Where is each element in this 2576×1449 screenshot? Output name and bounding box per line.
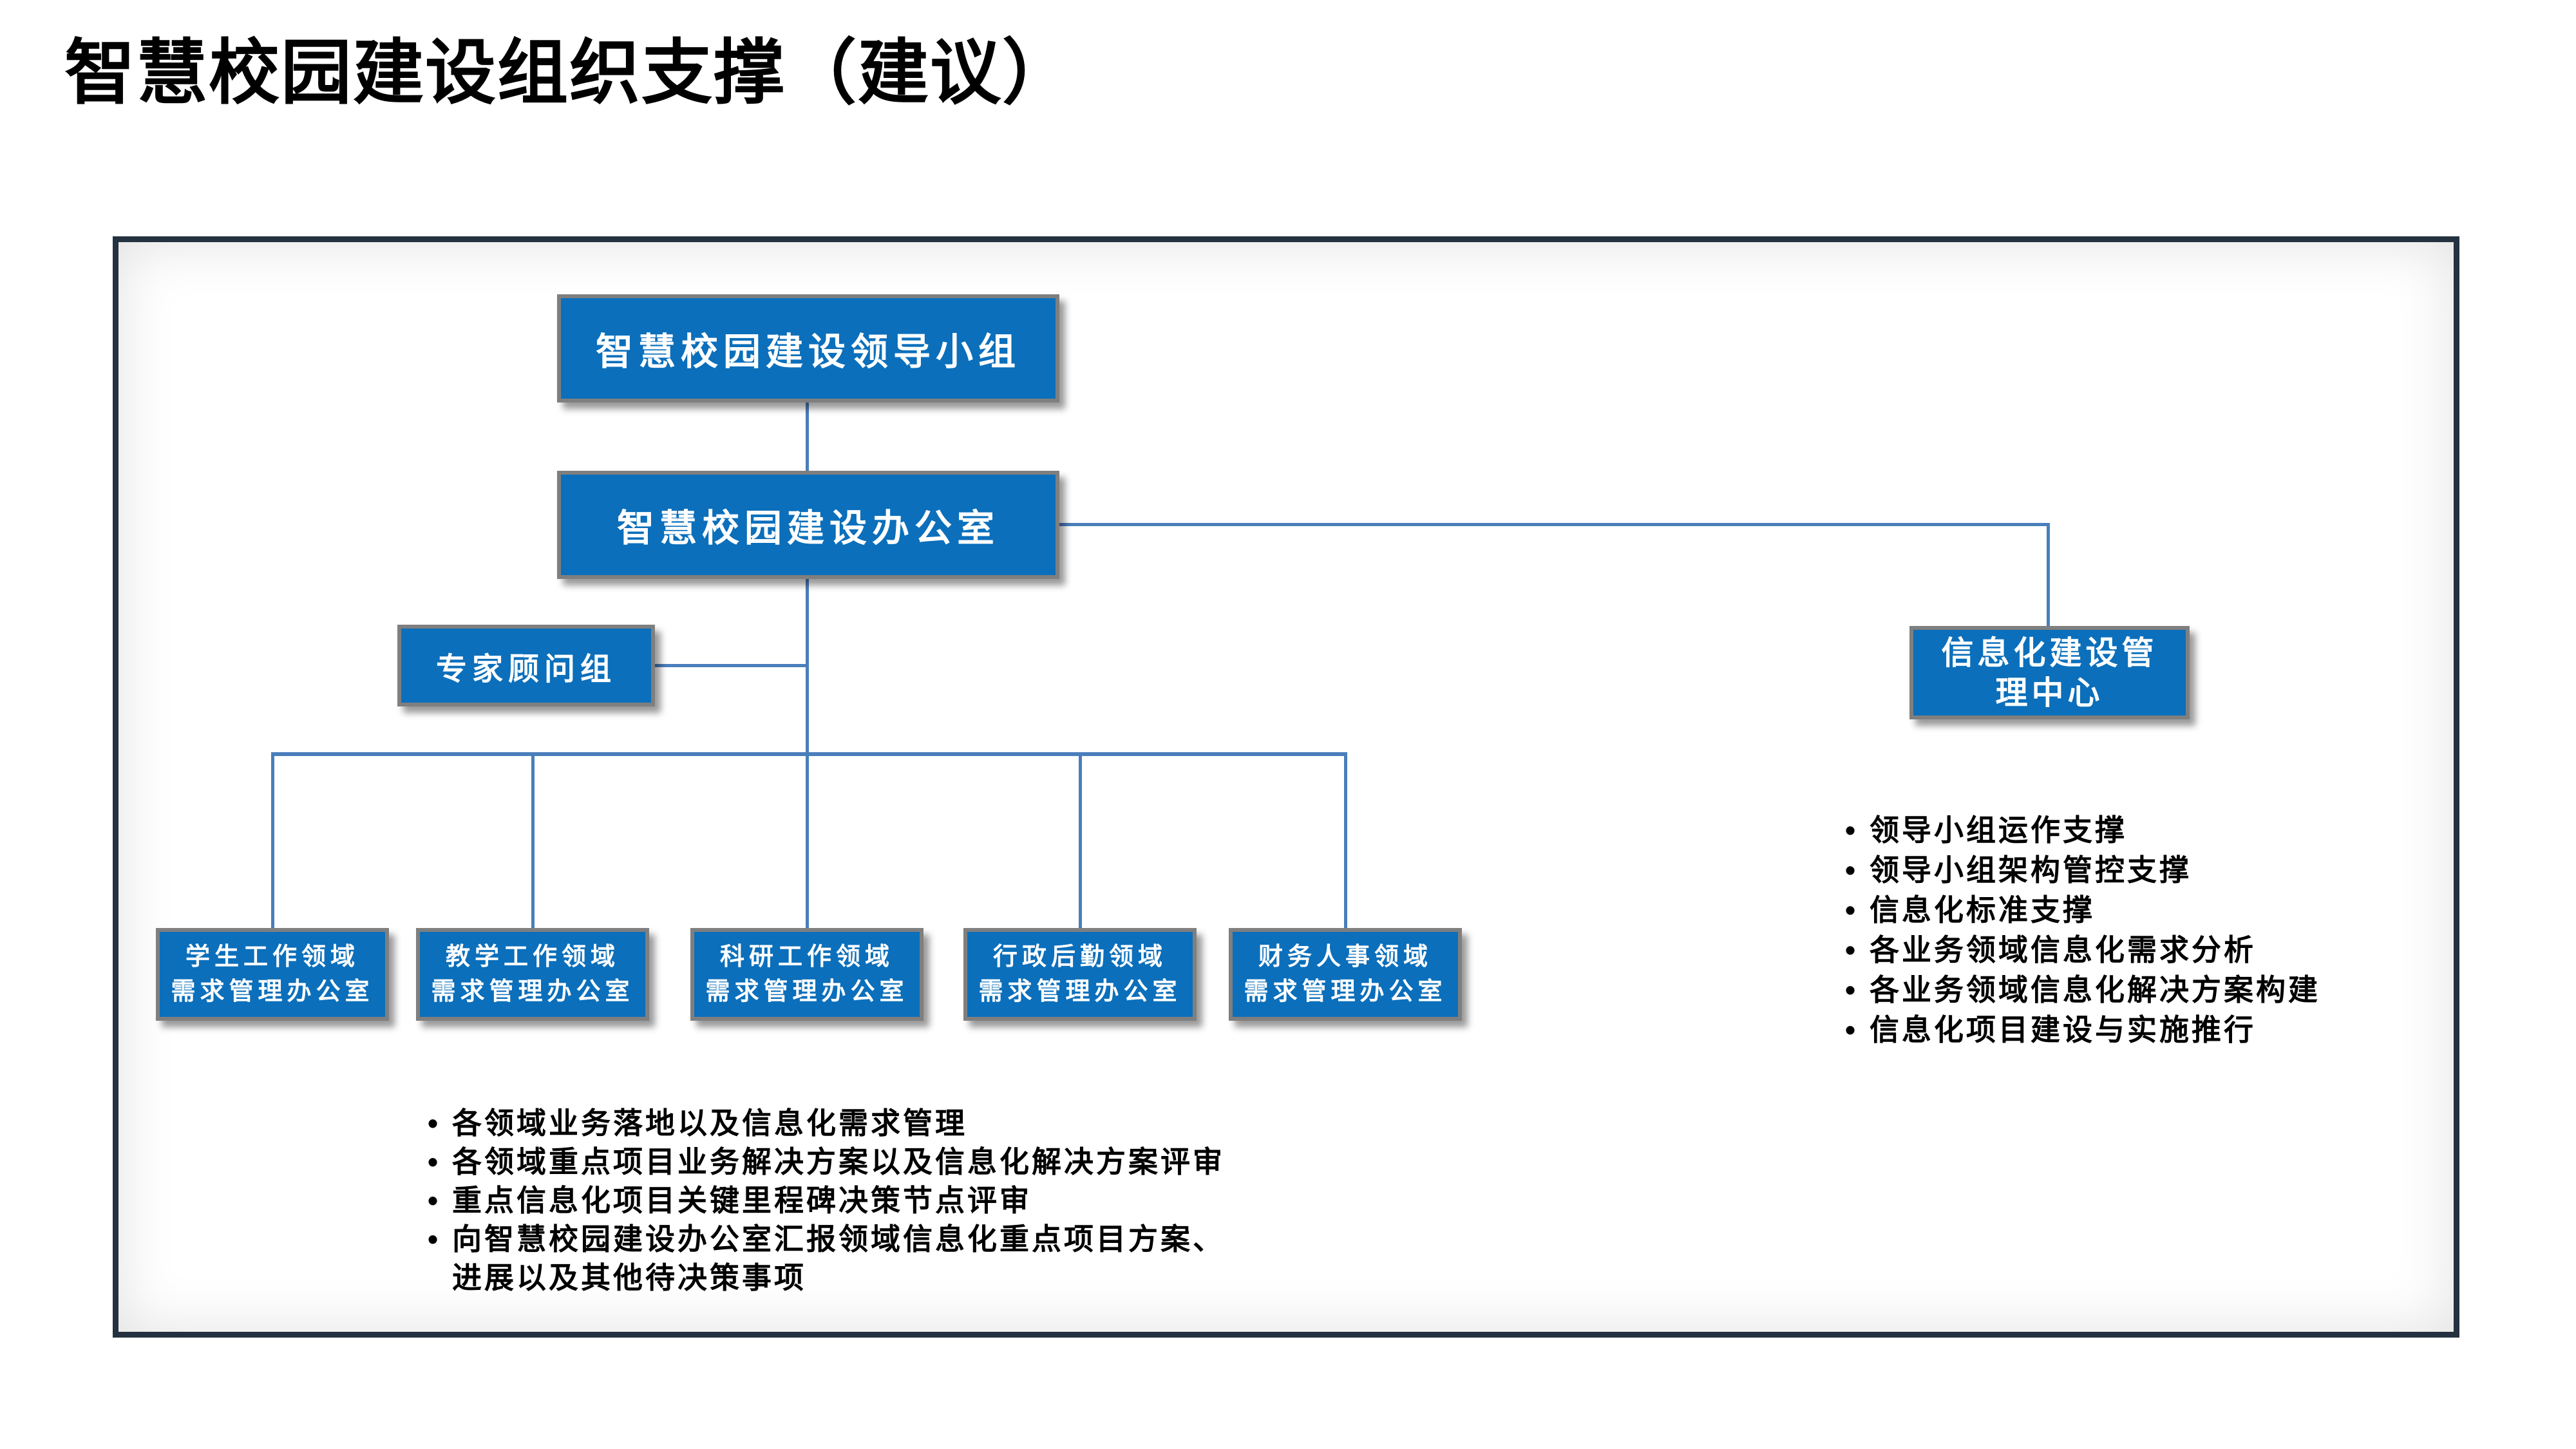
node-dept-student-affairs-line1: 学生工作领域 [185, 943, 359, 971]
connector-infocenter-vertical [2047, 523, 2050, 627]
node-info-center: 信息化建设管 理中心 [1909, 626, 2190, 719]
note-item: • 各业务领域信息化需求分析 [1845, 930, 2360, 970]
bullet-icon: • [428, 1106, 439, 1140]
node-dept-finance-hr-line2: 需求管理办公室 [1244, 978, 1447, 1005]
connector-expert-horizontal [655, 664, 809, 667]
bullet-icon: • [1845, 893, 1856, 927]
bullet-icon: • [428, 1145, 439, 1179]
node-dept-research: 科研工作领域 需求管理办公室 [690, 928, 923, 1021]
node-dept-research-line2: 需求管理办公室 [705, 978, 909, 1005]
node-dept-student-affairs-line2: 需求管理办公室 [171, 978, 374, 1005]
note-text: 领导小组架构管控支撑 [1870, 853, 2192, 887]
connector-rail [271, 752, 1347, 756]
note-item: • 领导小组架构管控支撑 [1845, 850, 2360, 890]
note-item: • 信息化项目建设与实施推行 [1845, 1010, 2360, 1050]
connector-drop-dept-3 [806, 755, 809, 929]
page-title: 智慧校园建设组织支撑（建议） [64, 33, 1074, 113]
bullet-icon: • [428, 1222, 439, 1256]
org-chart-frame [113, 236, 2459, 1338]
bullet-icon: • [1845, 813, 1856, 847]
note-text: 信息化标准支撑 [1870, 893, 2095, 927]
note-item: • 信息化标准支撑 [1845, 890, 2360, 930]
node-leadership-group: 智慧校园建设领导小组 [557, 294, 1059, 402]
connector-drop-dept-5 [1344, 755, 1347, 929]
node-expert-advisory-group: 专家顾问组 [397, 625, 655, 706]
note-item: • 向智慧校园建设办公室汇报领域信息化重点项目方案、进展以及其他待决策事项 [428, 1220, 1239, 1297]
department-notes-list: • 各领域业务落地以及信息化需求管理 • 各领域重点项目业务解决方案以及信息化解决方… [428, 1104, 1239, 1297]
bullet-icon: • [1845, 1013, 1856, 1046]
connector-drop-dept-1 [271, 755, 274, 929]
note-text: 各业务领域信息化解决方案构建 [1870, 973, 2320, 1007]
node-dept-teaching: 教学工作领域 需求管理办公室 [416, 928, 649, 1021]
connector-office-infocenter-horizontal [1058, 523, 2050, 526]
note-item: • 各领域重点项目业务解决方案以及信息化解决方案评审 [428, 1142, 1239, 1181]
note-text: 向智慧校园建设办公室汇报领域信息化重点项目方案、进展以及其他待决策事项 [452, 1222, 1225, 1294]
note-text: 各领域业务落地以及信息化需求管理 [452, 1106, 967, 1140]
connector-drop-dept-2 [531, 755, 535, 929]
note-item: • 领导小组运作支撑 [1845, 810, 2360, 850]
note-text: 信息化项目建设与实施推行 [1870, 1013, 2256, 1046]
bullet-icon: • [428, 1184, 439, 1217]
node-construction-office: 智慧校园建设办公室 [557, 471, 1059, 579]
bullet-icon: • [1845, 933, 1856, 967]
bullet-icon: • [1845, 973, 1856, 1007]
node-dept-admin-logistics: 行政后勤领域 需求管理办公室 [963, 928, 1197, 1021]
node-dept-finance-hr-line1: 财务人事领域 [1258, 943, 1432, 971]
node-dept-student-affairs: 学生工作领域 需求管理办公室 [156, 928, 389, 1021]
note-item: • 各业务领域信息化解决方案构建 [1845, 970, 2360, 1010]
node-dept-admin-logistics-line2: 需求管理办公室 [978, 978, 1182, 1005]
connector-leadership-office [806, 402, 809, 473]
node-construction-office-label: 智慧校园建设办公室 [616, 507, 999, 549]
note-text: 各业务领域信息化需求分析 [1870, 933, 2256, 967]
node-dept-teaching-line1: 教学工作领域 [445, 943, 620, 971]
node-dept-research-line1: 科研工作领域 [719, 943, 894, 971]
node-dept-admin-logistics-line1: 行政后勤领域 [992, 943, 1167, 971]
info-center-notes-list: • 领导小组运作支撑 • 领导小组架构管控支撑 • 信息化标准支撑 • 各业务领域信息化… [1845, 810, 2360, 1050]
node-dept-teaching-line2: 需求管理办公室 [431, 978, 634, 1005]
note-item: • 各领域业务落地以及信息化需求管理 [428, 1104, 1239, 1142]
bullet-icon: • [1845, 853, 1856, 887]
note-text: 领导小组运作支撑 [1870, 813, 2127, 847]
node-dept-finance-hr: 财务人事领域 需求管理办公室 [1229, 928, 1462, 1021]
node-info-center-line2: 理中心 [1995, 674, 2104, 711]
note-text: 重点信息化项目关键里程碑决策节点评审 [452, 1184, 1032, 1217]
connector-drop-dept-4 [1079, 755, 1082, 929]
node-expert-advisory-group-label: 专家顾问组 [435, 652, 616, 687]
note-item: • 重点信息化项目关键里程碑决策节点评审 [428, 1181, 1239, 1220]
note-text: 各领域重点项目业务解决方案以及信息化解决方案评审 [452, 1145, 1225, 1179]
node-info-center-line1: 信息化建设管 [1941, 634, 2158, 671]
node-leadership-group-label: 智慧校园建设领导小组 [595, 331, 1021, 373]
